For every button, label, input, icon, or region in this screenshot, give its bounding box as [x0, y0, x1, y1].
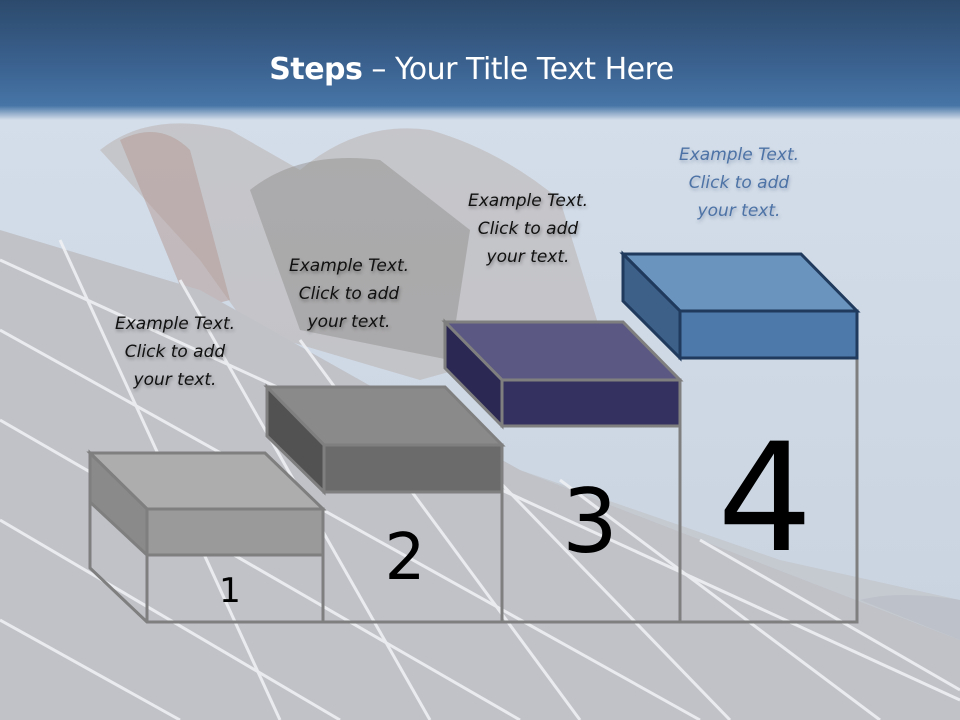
step-1-number: 1: [219, 571, 241, 611]
caption-line: Example Text.: [114, 314, 236, 334]
step-2-number: 2: [384, 521, 426, 595]
step-3-number: 3: [562, 470, 618, 573]
caption-line: your text.: [133, 370, 217, 390]
step-4-caption[interactable]: Example Text. Click to add your text.: [649, 141, 829, 225]
step-1-block: [86, 449, 327, 559]
caption-line: Example Text.: [467, 191, 589, 211]
step-4-block: [619, 250, 861, 362]
title-bold: Steps: [269, 52, 363, 87]
step-4-number: 4: [717, 412, 813, 586]
title-bar: [0, 0, 960, 120]
step-3-caption[interactable]: Example Text. Click to add your text.: [438, 187, 618, 271]
caption-line: Example Text.: [288, 256, 410, 276]
caption-line: your text.: [486, 247, 570, 267]
slide-title[interactable]: Steps – Your Title Text Here: [0, 52, 943, 87]
step-2-caption[interactable]: Example Text. Click to add your text.: [259, 252, 439, 336]
caption-line: Click to add: [124, 342, 226, 362]
step-3-block: [441, 318, 684, 430]
step-1-caption[interactable]: Example Text. Click to add your text.: [85, 310, 265, 394]
caption-line: Example Text.: [678, 145, 800, 165]
caption-line: Click to add: [477, 219, 579, 239]
step-2-block: [263, 383, 506, 496]
caption-line: your text.: [697, 201, 781, 221]
title-rest: – Your Title Text Here: [362, 52, 674, 87]
caption-line: Click to add: [298, 284, 400, 304]
caption-line: Click to add: [688, 173, 790, 193]
caption-line: your text.: [307, 312, 391, 332]
